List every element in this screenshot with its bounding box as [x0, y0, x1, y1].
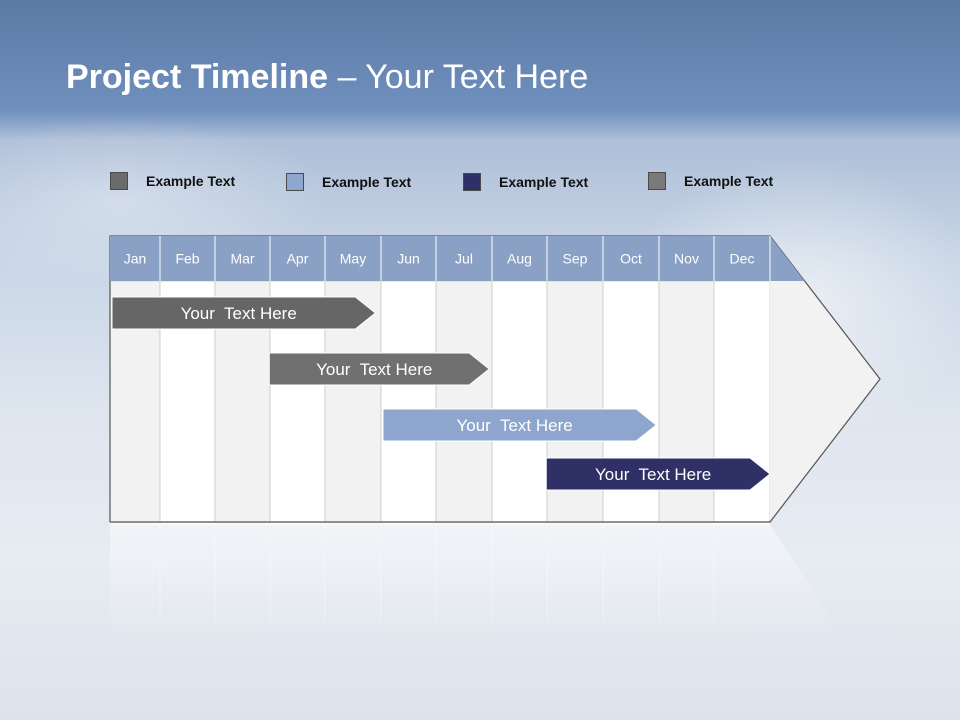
task-bar-3 — [382, 408, 658, 442]
page-title: Project Timeline – Your Text Here — [66, 58, 588, 97]
task-bar-label: Your Text Here — [456, 416, 572, 435]
task-bar-2 — [268, 352, 491, 386]
month-label-oct: Oct — [620, 251, 642, 267]
legend-swatch — [648, 172, 666, 190]
legend-item-2: Example Text — [286, 171, 411, 193]
page-title-bold: Project Timeline — [66, 58, 329, 96]
legend-swatch — [110, 172, 128, 190]
task-bar-4 — [545, 457, 771, 491]
month-column — [491, 280, 548, 523]
legend-label: Example Text — [146, 173, 236, 189]
legend-label: Example Text — [684, 173, 774, 189]
month-label-nov: Nov — [674, 251, 699, 267]
task-bar-label: Your Text Here — [316, 360, 432, 379]
legend-label: Example Text — [499, 174, 589, 190]
month-header: Jan Feb Mar Apr May Jun Jul Aug Sep Oct Nov Dec — [110, 236, 805, 281]
task-bar-label: Your Text Here — [181, 304, 297, 323]
month-label-aug: Aug — [507, 251, 532, 267]
reflection-shape — [110, 525, 840, 632]
month-label-sep: Sep — [563, 251, 588, 267]
legend-swatch — [463, 173, 481, 191]
task-bar-label: Your Text Here — [595, 465, 711, 484]
arrow-tip-body — [770, 281, 880, 522]
month-label-apr: Apr — [287, 251, 309, 267]
arrow-outline — [109, 235, 881, 523]
month-label-may: May — [340, 251, 366, 267]
page-title-rest: – Your Text Here — [328, 58, 589, 96]
month-column — [380, 280, 437, 523]
legend-item-3: Example Text — [463, 171, 588, 193]
legend-swatch — [286, 173, 304, 191]
month-label-mar: Mar — [230, 251, 254, 267]
month-label-jul: Jul — [455, 251, 473, 267]
legend-label: Example Text — [322, 174, 412, 190]
task-bar-1 — [111, 296, 377, 330]
month-label-feb: Feb — [175, 251, 199, 267]
month-label-jan: Jan — [124, 251, 147, 267]
legend-item-1: Example Text — [110, 170, 235, 192]
legend-item-4: Example Text — [648, 170, 773, 192]
month-label-dec: Dec — [730, 251, 755, 267]
month-label-jun: Jun — [397, 251, 420, 267]
month-column — [435, 280, 493, 523]
header-band — [110, 236, 805, 281]
timeline-reflection — [110, 525, 840, 632]
